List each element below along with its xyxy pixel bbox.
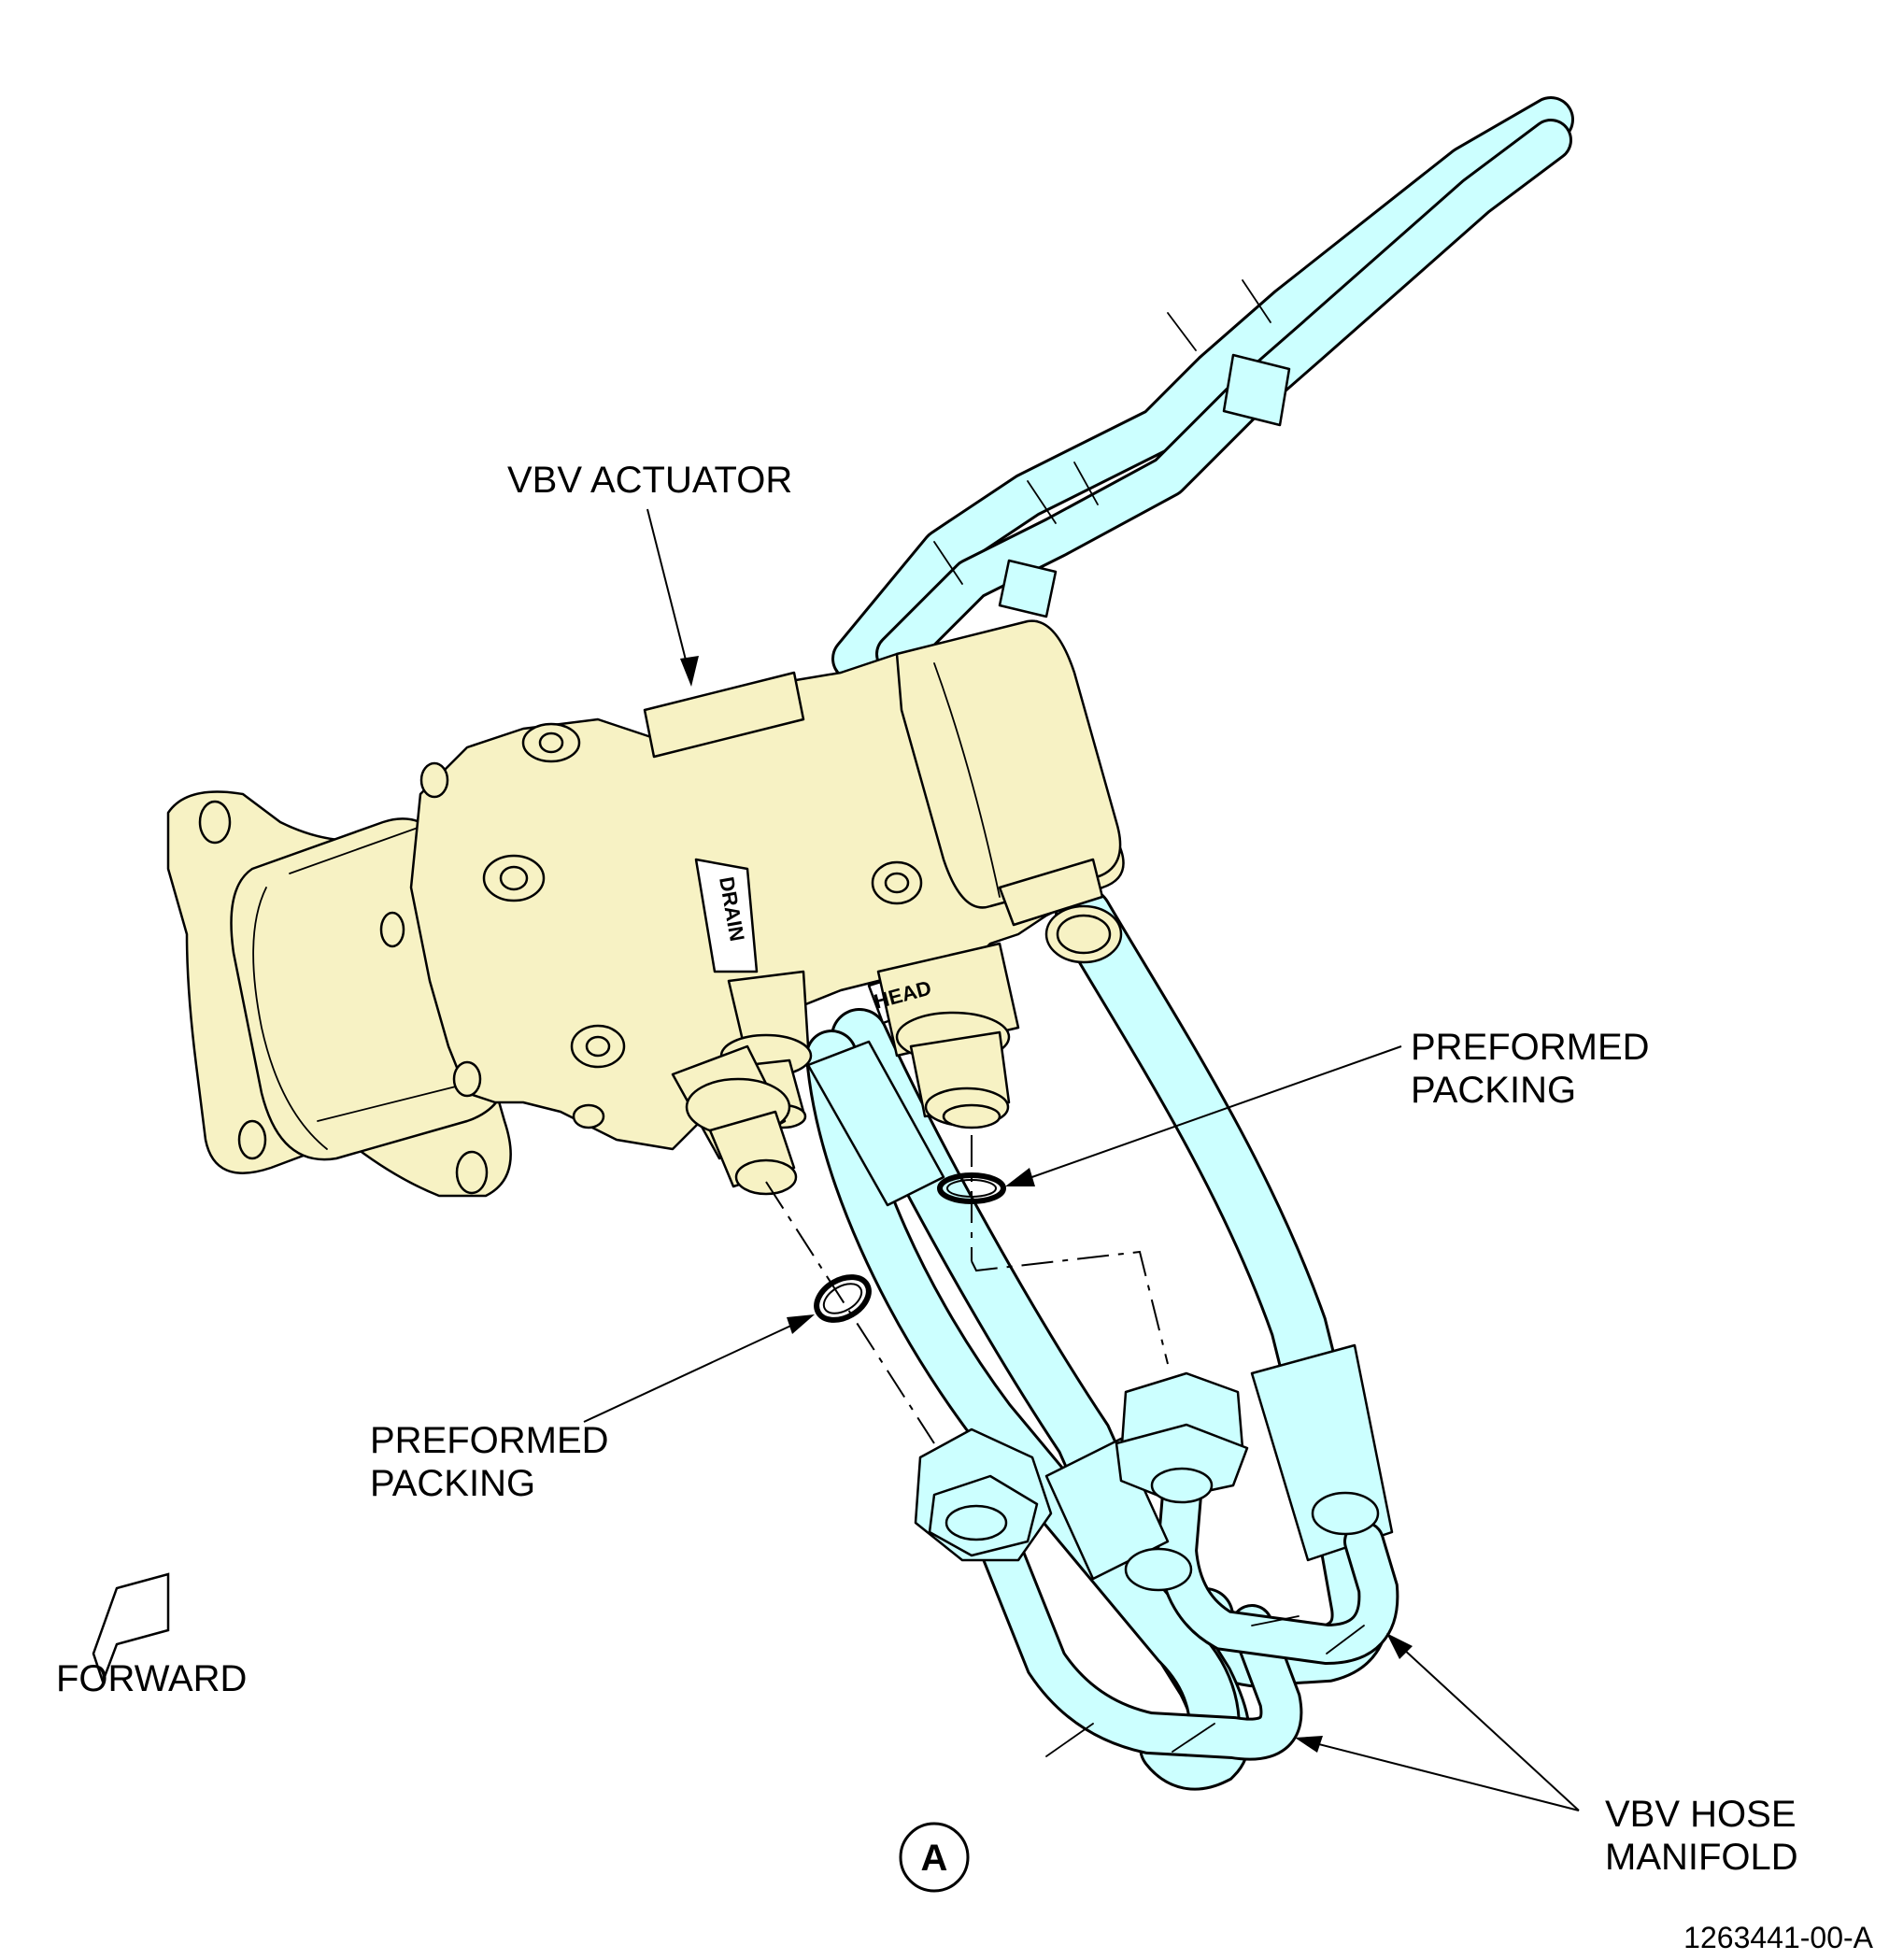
figure-number: 1263441-00-A xyxy=(1683,1921,1873,1954)
center-hex-fitting xyxy=(1115,1371,1249,1504)
detail-marker-letter: A xyxy=(921,1838,948,1879)
detail-marker: A xyxy=(899,1822,970,1893)
leader-lines xyxy=(583,508,1580,1811)
preformed-packing-upper-line2: PACKING xyxy=(1411,1070,1576,1111)
lower-hose-manifold xyxy=(805,887,1399,1791)
lower-left-hex-fitting xyxy=(914,1427,1053,1562)
vbv-hose-manifold-line1: VBV HOSE xyxy=(1605,1794,1797,1835)
assembly-centerlines xyxy=(765,1135,1169,1444)
lower-preformed-packing xyxy=(814,1274,872,1323)
vbv-actuator-body xyxy=(166,619,1125,1198)
forward-arrow-icon xyxy=(92,1572,170,1685)
vbv-actuator-callout: VBV ACTUATOR xyxy=(507,460,792,501)
preformed-packing-lower-line1: PREFORMED xyxy=(370,1420,609,1461)
vbv-hose-manifold-line2: MANIFOLD xyxy=(1605,1837,1798,1878)
preformed-packing-lower-line2: PACKING xyxy=(370,1463,535,1504)
upper-hose-tubes xyxy=(831,96,1574,682)
preformed-packing-upper-line1: PREFORMED xyxy=(1411,1027,1650,1068)
forward-label: FORWARD xyxy=(56,1658,247,1699)
